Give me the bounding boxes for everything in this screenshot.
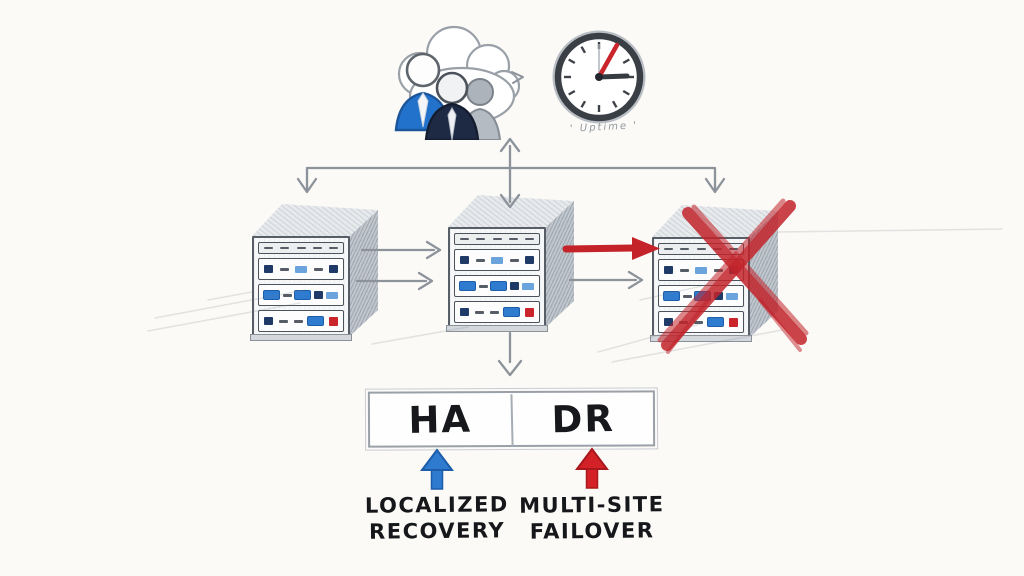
blue-indicator-chip (504, 308, 520, 316)
dr-caption-line1: MULTI-SITE (519, 492, 665, 518)
up-arrow-blue-icon (420, 448, 454, 490)
rack-base (446, 325, 548, 332)
dash-indicator-chip (329, 247, 338, 249)
dash-indicator-chip (682, 294, 692, 298)
rack-vent-strip (258, 242, 344, 254)
dash-indicator-chip (279, 267, 289, 271)
dr-cell: DR (509, 391, 654, 447)
dash-indicator-chip (476, 238, 486, 240)
dash-indicator-chip (678, 320, 688, 324)
navy-indicator-chip (460, 308, 469, 316)
rack-vent-strip (454, 233, 540, 245)
dr-caption-line2: FAILOVER (529, 518, 655, 544)
dash-indicator-chip (278, 319, 288, 323)
navy-indicator-chip (264, 317, 273, 325)
dash-indicator-chip (460, 238, 469, 240)
dash-indicator-chip (679, 268, 689, 272)
rack-base (650, 335, 752, 342)
dash-indicator-chip (492, 238, 502, 240)
failover-red-arrow-icon (562, 237, 660, 260)
dash-indicator-chip (525, 238, 534, 240)
navy-indicator-chip (713, 292, 723, 300)
dash-indicator-chip (696, 248, 706, 250)
navy-indicator-chip (460, 256, 469, 264)
users-cloud-icon (380, 22, 532, 142)
navy-indicator-chip (329, 265, 338, 273)
blue-indicator-chip (664, 292, 679, 300)
clock-hour-hand (596, 73, 630, 80)
server-unit (258, 258, 344, 280)
red-indicator-chip (329, 316, 338, 326)
red-indicator-chip (729, 317, 738, 327)
dash-indicator-chip (713, 268, 723, 272)
rack-front-face (448, 227, 546, 327)
server-unit (454, 275, 540, 297)
navy-indicator-chip (729, 266, 738, 274)
blue-indicator-chip (460, 282, 475, 290)
navy-indicator-chip (509, 282, 519, 290)
dash-indicator-chip (293, 319, 303, 323)
dash-indicator-chip (474, 310, 484, 314)
dash-indicator-chip (712, 248, 722, 250)
users-cloud-graphic (394, 25, 521, 142)
dash-indicator-chip (508, 238, 518, 240)
dash-indicator-chip (313, 267, 323, 271)
blue-indicator-chip (491, 282, 506, 290)
dash-indicator-chip (680, 248, 690, 250)
dash-indicator-chip (475, 258, 485, 262)
lightblue-indicator-chip (295, 265, 307, 273)
clock-graphic (552, 30, 646, 124)
dash-indicator-chip (693, 320, 703, 324)
navy-indicator-chip (664, 266, 673, 274)
dash-indicator-chip (729, 248, 738, 250)
server-unit (258, 284, 344, 306)
server-unit (454, 301, 540, 323)
server-rack-left (250, 192, 380, 344)
ha-cell: HA (407, 397, 473, 442)
blue-indicator-chip (264, 291, 279, 299)
up-arrow-red-icon (575, 447, 609, 489)
server-unit (658, 285, 744, 307)
clock-minute-hand (596, 42, 620, 80)
dash-indicator-chip (282, 293, 292, 297)
lightblue-indicator-chip (326, 291, 338, 299)
navy-indicator-chip (664, 318, 673, 326)
person-navy-icon (424, 71, 480, 142)
dash-indicator-chip (489, 310, 499, 314)
dash-indicator-chip (264, 247, 273, 249)
navy-indicator-chip (264, 265, 273, 273)
dash-indicator-chip (296, 247, 306, 249)
ha-dr-table: HA DR (364, 387, 659, 451)
navy-indicator-chip (525, 256, 534, 264)
rack-vent-strip (658, 243, 744, 255)
server-rack-failed (650, 193, 780, 345)
blue-indicator-chip (308, 317, 324, 325)
dash-indicator-chip (312, 247, 322, 249)
rack-base (250, 334, 352, 341)
lightblue-indicator-chip (522, 282, 534, 290)
lightblue-indicator-chip (695, 266, 707, 274)
dr-caption: MULTI-SITE FAILOVER (477, 491, 708, 545)
rack-front-face (252, 236, 350, 336)
blue-indicator-chip (708, 318, 724, 326)
dash-indicator-chip (280, 247, 290, 249)
blue-indicator-chip (695, 292, 710, 300)
clock-center-dot (595, 73, 603, 81)
clock-icon (551, 29, 647, 125)
dash-indicator-chip (509, 258, 519, 262)
server-unit (454, 249, 540, 271)
dash-indicator-chip (478, 284, 488, 288)
server-unit (658, 311, 744, 333)
rack-front-face (652, 237, 750, 337)
lightblue-indicator-chip (491, 256, 503, 264)
server-unit (258, 310, 344, 332)
server-rack-center (446, 183, 576, 335)
red-indicator-chip (525, 307, 534, 317)
dash-indicator-chip (664, 248, 673, 250)
navy-indicator-chip (313, 291, 323, 299)
blue-indicator-chip (295, 291, 310, 299)
server-unit (658, 259, 744, 281)
lightblue-indicator-chip (726, 292, 738, 300)
